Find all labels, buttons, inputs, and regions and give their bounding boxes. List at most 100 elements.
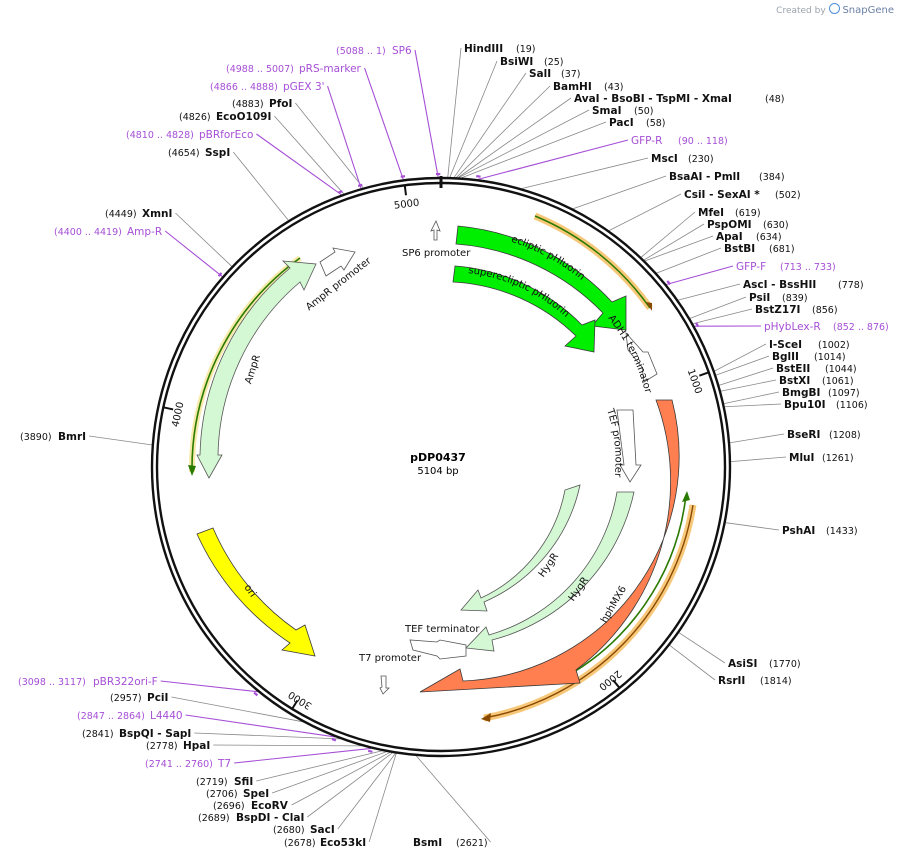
primer-name: pGEX 3' (283, 81, 325, 93)
enzyme-name: PsiI (749, 292, 770, 304)
enzyme-pos: (50) (634, 106, 654, 117)
enzyme-pos: (19) (516, 44, 536, 55)
enzyme-connector (715, 355, 770, 376)
enzyme-connector (337, 753, 396, 830)
enzyme-name: BstEII (776, 363, 810, 375)
feature-label-sp6: SP6 promoter (402, 248, 471, 259)
watermark-prefix: Created by (776, 6, 826, 16)
primer-name: T7 (217, 758, 231, 770)
enzyme-connector (274, 115, 344, 195)
enzyme-name: BstZ17I (755, 304, 800, 316)
enzyme-connector (88, 435, 152, 446)
primer-binding-mark (695, 322, 700, 328)
primer-pos: (2847 .. 2864) (77, 711, 145, 722)
enzyme-name: PciI (147, 692, 168, 704)
enzyme-name: BmrI (58, 431, 86, 443)
enzyme-connector (714, 343, 767, 372)
enzyme-connector (213, 744, 362, 747)
enzyme-name: PshAI (782, 525, 815, 537)
enzyme-name: Bpu10I (784, 399, 826, 411)
primer-arrow-top (534, 215, 651, 309)
enzyme-name: CsiI - SexAI * (684, 189, 760, 201)
primer-pos: (3098 .. 3117) (18, 677, 86, 688)
enzyme-name: BstBI (724, 243, 755, 255)
enzyme-name: BglII (772, 351, 799, 363)
bp-tick-label: 5000 (393, 198, 420, 212)
bp-tick-mark (163, 406, 174, 411)
enzyme-name: SpeI (243, 788, 269, 800)
primer-pos: (90 .. 118) (678, 136, 728, 147)
enzyme-pos: (2696) (213, 801, 245, 812)
enzyme-name: BamHI (553, 81, 592, 93)
enzyme-pos: (4654) (168, 148, 200, 159)
enzyme-connector (720, 379, 777, 392)
enzyme-name: MscI (651, 153, 678, 165)
enzyme-pos: (1261) (822, 453, 854, 464)
enzyme-name: BspQI - SapI (119, 728, 191, 740)
enzyme-name: SacI (310, 824, 335, 836)
ampr-primer-arrow (191, 257, 301, 473)
primer-connector (414, 49, 439, 178)
feature-tef-promoter (616, 409, 642, 483)
enzyme-connector (689, 296, 747, 319)
bp-tick-mark (612, 679, 621, 689)
enzyme-connector (171, 696, 303, 723)
enzyme-pos: (384) (759, 172, 785, 183)
enzyme-name: HpaI (183, 740, 210, 752)
enzyme-pos: (4826) (179, 112, 211, 123)
enzyme-name: BsmI (413, 837, 442, 849)
enzyme-name: MluI (789, 452, 814, 464)
enzyme-connector (572, 175, 667, 210)
primer-pos: (4988 .. 5007) (226, 64, 294, 75)
enzyme-pos: (856) (812, 305, 838, 316)
primer-connector (160, 680, 258, 693)
enzyme-name: BspDI - ClaI (236, 812, 304, 824)
enzyme-name: BseRI (787, 429, 820, 441)
primer-arrowhead-top (646, 302, 652, 311)
plasmid-size: 5104 bp (417, 466, 458, 477)
enzyme-name: PspOMI (707, 219, 752, 231)
primer-pos: (4400 .. 4419) (54, 227, 122, 238)
enzyme-connector (724, 403, 782, 408)
snapgene-logo-icon (828, 3, 840, 14)
enzyme-pos: (58) (646, 118, 666, 129)
enzyme-pos: (619) (735, 208, 761, 219)
primer-name: pBR322ori-F (93, 676, 158, 688)
enzyme-pos: (1002) (818, 340, 850, 351)
feature-ecliptic-phluorin (455, 225, 627, 331)
enzyme-pos: (2621) (456, 838, 488, 849)
bp-tick-label: 1000 (685, 368, 704, 396)
enzyme-name: RsrII (718, 675, 745, 687)
enzyme-connector (456, 85, 551, 178)
enzyme-connector (368, 753, 397, 843)
enzyme-connector (194, 732, 341, 740)
enzyme-pos: (1433) (826, 526, 858, 537)
primer-connector (164, 230, 223, 277)
enzyme-name: SmaI (592, 105, 622, 117)
enzyme-pos: (1770) (769, 659, 801, 670)
enzyme-pos: (634) (756, 232, 782, 243)
enzyme-pos: (681) (769, 244, 795, 255)
enzyme-pos: (2841) (82, 729, 114, 740)
feature-ampr (196, 260, 317, 479)
primer-line-right (483, 504, 694, 719)
primer-name: pRS-marker (299, 63, 362, 75)
primer-pos: (4810 .. 4828) (126, 130, 194, 141)
enzyme-pos: (1208) (829, 430, 861, 441)
enzyme-connector (521, 157, 649, 189)
feature-label-ampr: AmpR (243, 354, 263, 386)
primer-binding-mark (253, 691, 259, 697)
feature-hygr-outer (465, 491, 635, 652)
ampr-primer-arrowhead (188, 465, 196, 476)
enzyme-connector (656, 247, 722, 274)
enzyme-connector (307, 752, 393, 818)
enzyme-connector (271, 751, 387, 794)
enzyme-connector (295, 102, 364, 188)
enzyme-pos: (1044) (825, 364, 857, 375)
feature-label-t7-promoter: T7 promoter (358, 653, 422, 664)
enzyme-connector (640, 211, 696, 258)
enzyme-pos: (630) (763, 220, 789, 231)
enzyme-pos: (1014) (814, 352, 846, 363)
enzyme-connector (461, 121, 607, 179)
